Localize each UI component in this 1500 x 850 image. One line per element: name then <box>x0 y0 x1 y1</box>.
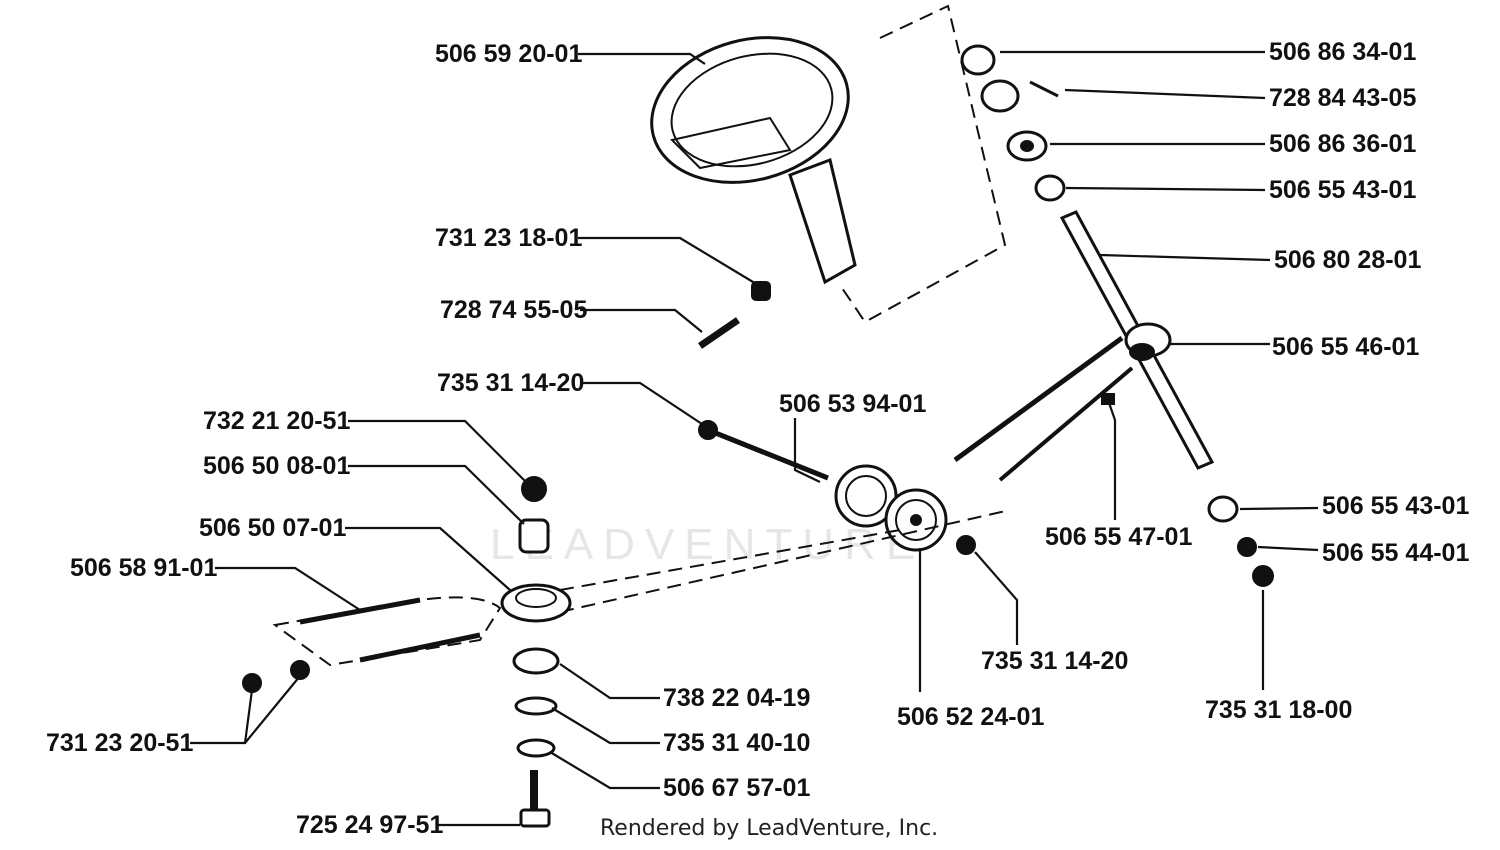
steering-gears <box>698 420 976 555</box>
part-label-column-washer: 506 86 36-01 <box>1269 130 1416 158</box>
part-label-gear-nut: 735 31 14-20 <box>981 647 1128 675</box>
part-label-lock-washer: 735 31 40-10 <box>663 729 810 757</box>
column-top-parts <box>960 44 1066 202</box>
leader-lines <box>190 50 1319 827</box>
part-label-drag-link: 506 58 91-01 <box>70 554 217 582</box>
steering-wheel <box>650 4 1007 324</box>
part-label-steering-wheel: 506 59 20-01 <box>435 40 582 68</box>
part-label-pinion-gear: 506 55 46-01 <box>1272 333 1419 361</box>
part-label-column-spacer: 506 55 44-01 <box>1322 539 1469 567</box>
part-label-tie-rod-nut: 735 31 14-20 <box>437 369 584 397</box>
part-label-steering-shaft: 506 80 28-01 <box>1274 246 1421 274</box>
steering-shaft <box>1059 210 1215 470</box>
column-bottom-parts <box>1207 495 1274 587</box>
tie-rods <box>707 335 1134 482</box>
part-label-pivot-arm: 506 50 07-01 <box>199 514 346 542</box>
part-label-column-bushing-bottom: 506 55 43-01 <box>1322 492 1469 520</box>
credit-text: Rendered by LeadVenture, Inc. <box>600 816 939 841</box>
part-label-column-bushing-top: 506 55 43-01 <box>1269 176 1416 204</box>
wheel-nut <box>751 281 771 301</box>
part-label-drag-link-nut: 731 23 20-51 <box>46 729 193 757</box>
part-label-gear: 506 52 24-01 <box>897 703 1044 731</box>
part-label-pivot-nut: 732 21 20-51 <box>203 407 350 435</box>
part-label-wheel-nut: 731 23 18-01 <box>435 224 582 252</box>
part-label-pin: 506 55 47-01 <box>1045 523 1192 551</box>
part-label-pivot-bushing: 506 50 08-01 <box>203 452 350 480</box>
drag-link <box>242 596 502 693</box>
part-labels: 506 59 20-01 731 23 18-01 728 74 55-05 7… <box>46 38 1469 839</box>
part-label-column-cap: 506 86 34-01 <box>1269 38 1416 66</box>
pivot-stack <box>500 476 572 828</box>
wheel-bolt <box>698 317 740 349</box>
part-label-pivot-bolt: 725 24 97-51 <box>296 811 443 839</box>
part-label-column-screw: 728 84 43-05 <box>1269 84 1416 112</box>
part-label-column-nut: 735 31 18-00 <box>1205 696 1352 724</box>
part-label-tie-rod: 506 53 94-01 <box>779 390 926 418</box>
part-label-wheel-bolt: 728 74 55-05 <box>440 296 587 324</box>
part-label-bearing: 738 22 04-19 <box>663 684 810 712</box>
part-label-washer: 506 67 57-01 <box>663 774 810 802</box>
